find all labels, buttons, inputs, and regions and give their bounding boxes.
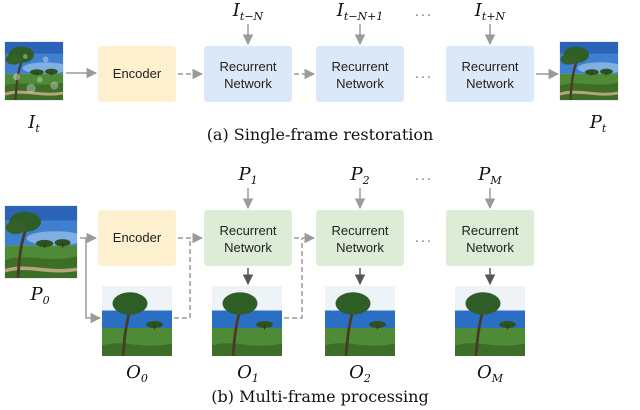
bottom-section: P0 Encoder Recurrent Network Recurrent <box>4 164 534 406</box>
output-image-om <box>455 286 525 356</box>
recurrent-network-3-top: Recurrent Network <box>446 46 534 102</box>
rn2-line2-bottom: Network <box>336 240 384 255</box>
top-input-label-2: It−N+1 <box>336 0 384 23</box>
rn1-line2-top: Network <box>224 76 272 91</box>
rn3-line2-top: Network <box>466 76 514 91</box>
ellipsis-top-inputs: ··· <box>415 9 433 24</box>
rn2-line2-top: Network <box>336 76 384 91</box>
arrow-o1-rn2 <box>284 238 303 319</box>
encoder-label-top: Encoder <box>113 66 162 81</box>
top-input-label-3: It+N <box>474 0 506 23</box>
arrow-o0-rn1 <box>174 238 191 319</box>
input-image-label-bottom: P0 <box>29 284 49 307</box>
output-label-o0: O0 <box>126 362 148 385</box>
prompt-label-2: P2 <box>349 164 369 187</box>
recurrent-network-1-bottom: Recurrent Network <box>204 210 292 266</box>
output-image-label-top: Pt <box>589 112 607 135</box>
recurrent-network-3-bottom: Recurrent Network <box>446 210 534 266</box>
output-label-o2: O2 <box>349 362 371 385</box>
top-input-label-1: It−N <box>232 0 264 23</box>
arrow-input-o0 <box>85 238 102 324</box>
input-image-label-top: It <box>27 112 40 135</box>
recurrent-network-2-top: Recurrent Network <box>316 46 404 102</box>
output-image-o2 <box>325 286 395 356</box>
rn2-line1-top: Recurrent <box>331 59 388 74</box>
rn3-line2-bottom: Network <box>466 240 514 255</box>
recurrent-network-2-bottom: Recurrent Network <box>316 210 404 266</box>
output-image-top <box>559 41 619 101</box>
recurrent-network-1-top: Recurrent Network <box>204 46 292 102</box>
rn1-line1-top: Recurrent <box>219 59 276 74</box>
output-label-om: OM <box>477 362 504 385</box>
encoder-box-bottom: Encoder <box>98 210 176 266</box>
rn1-line1-bottom: Recurrent <box>219 223 276 238</box>
rn3-line1-bottom: Recurrent <box>461 223 518 238</box>
encoder-fill-top <box>98 46 176 102</box>
ellipsis-top-prompts: ··· <box>415 173 433 188</box>
output-image-o1 <box>212 286 282 356</box>
ellipsis-mid-bottom: ··· <box>415 235 433 250</box>
prompt-label-1: P1 <box>237 164 257 187</box>
caption-bottom: (b) Multi-frame processing <box>211 387 428 406</box>
rn3-line1-top: Recurrent <box>461 59 518 74</box>
encoder-label-bottom: Encoder <box>113 230 162 245</box>
encoder-box-top: Encoder <box>98 46 176 102</box>
prompt-label-3: PM <box>477 164 502 187</box>
input-image-bottom <box>4 205 78 279</box>
rn2-line1-bottom: Recurrent <box>331 223 388 238</box>
output-image-o0 <box>102 286 172 356</box>
ellipsis-mid-top: ··· <box>415 71 433 86</box>
top-section: It Encoder Recurrent Network Recurrent N… <box>4 0 619 144</box>
caption-top: (a) Single-frame restoration <box>207 125 434 144</box>
output-label-o1: O1 <box>237 362 259 385</box>
rn1-line2-bottom: Network <box>224 240 272 255</box>
input-image-top <box>4 41 64 101</box>
